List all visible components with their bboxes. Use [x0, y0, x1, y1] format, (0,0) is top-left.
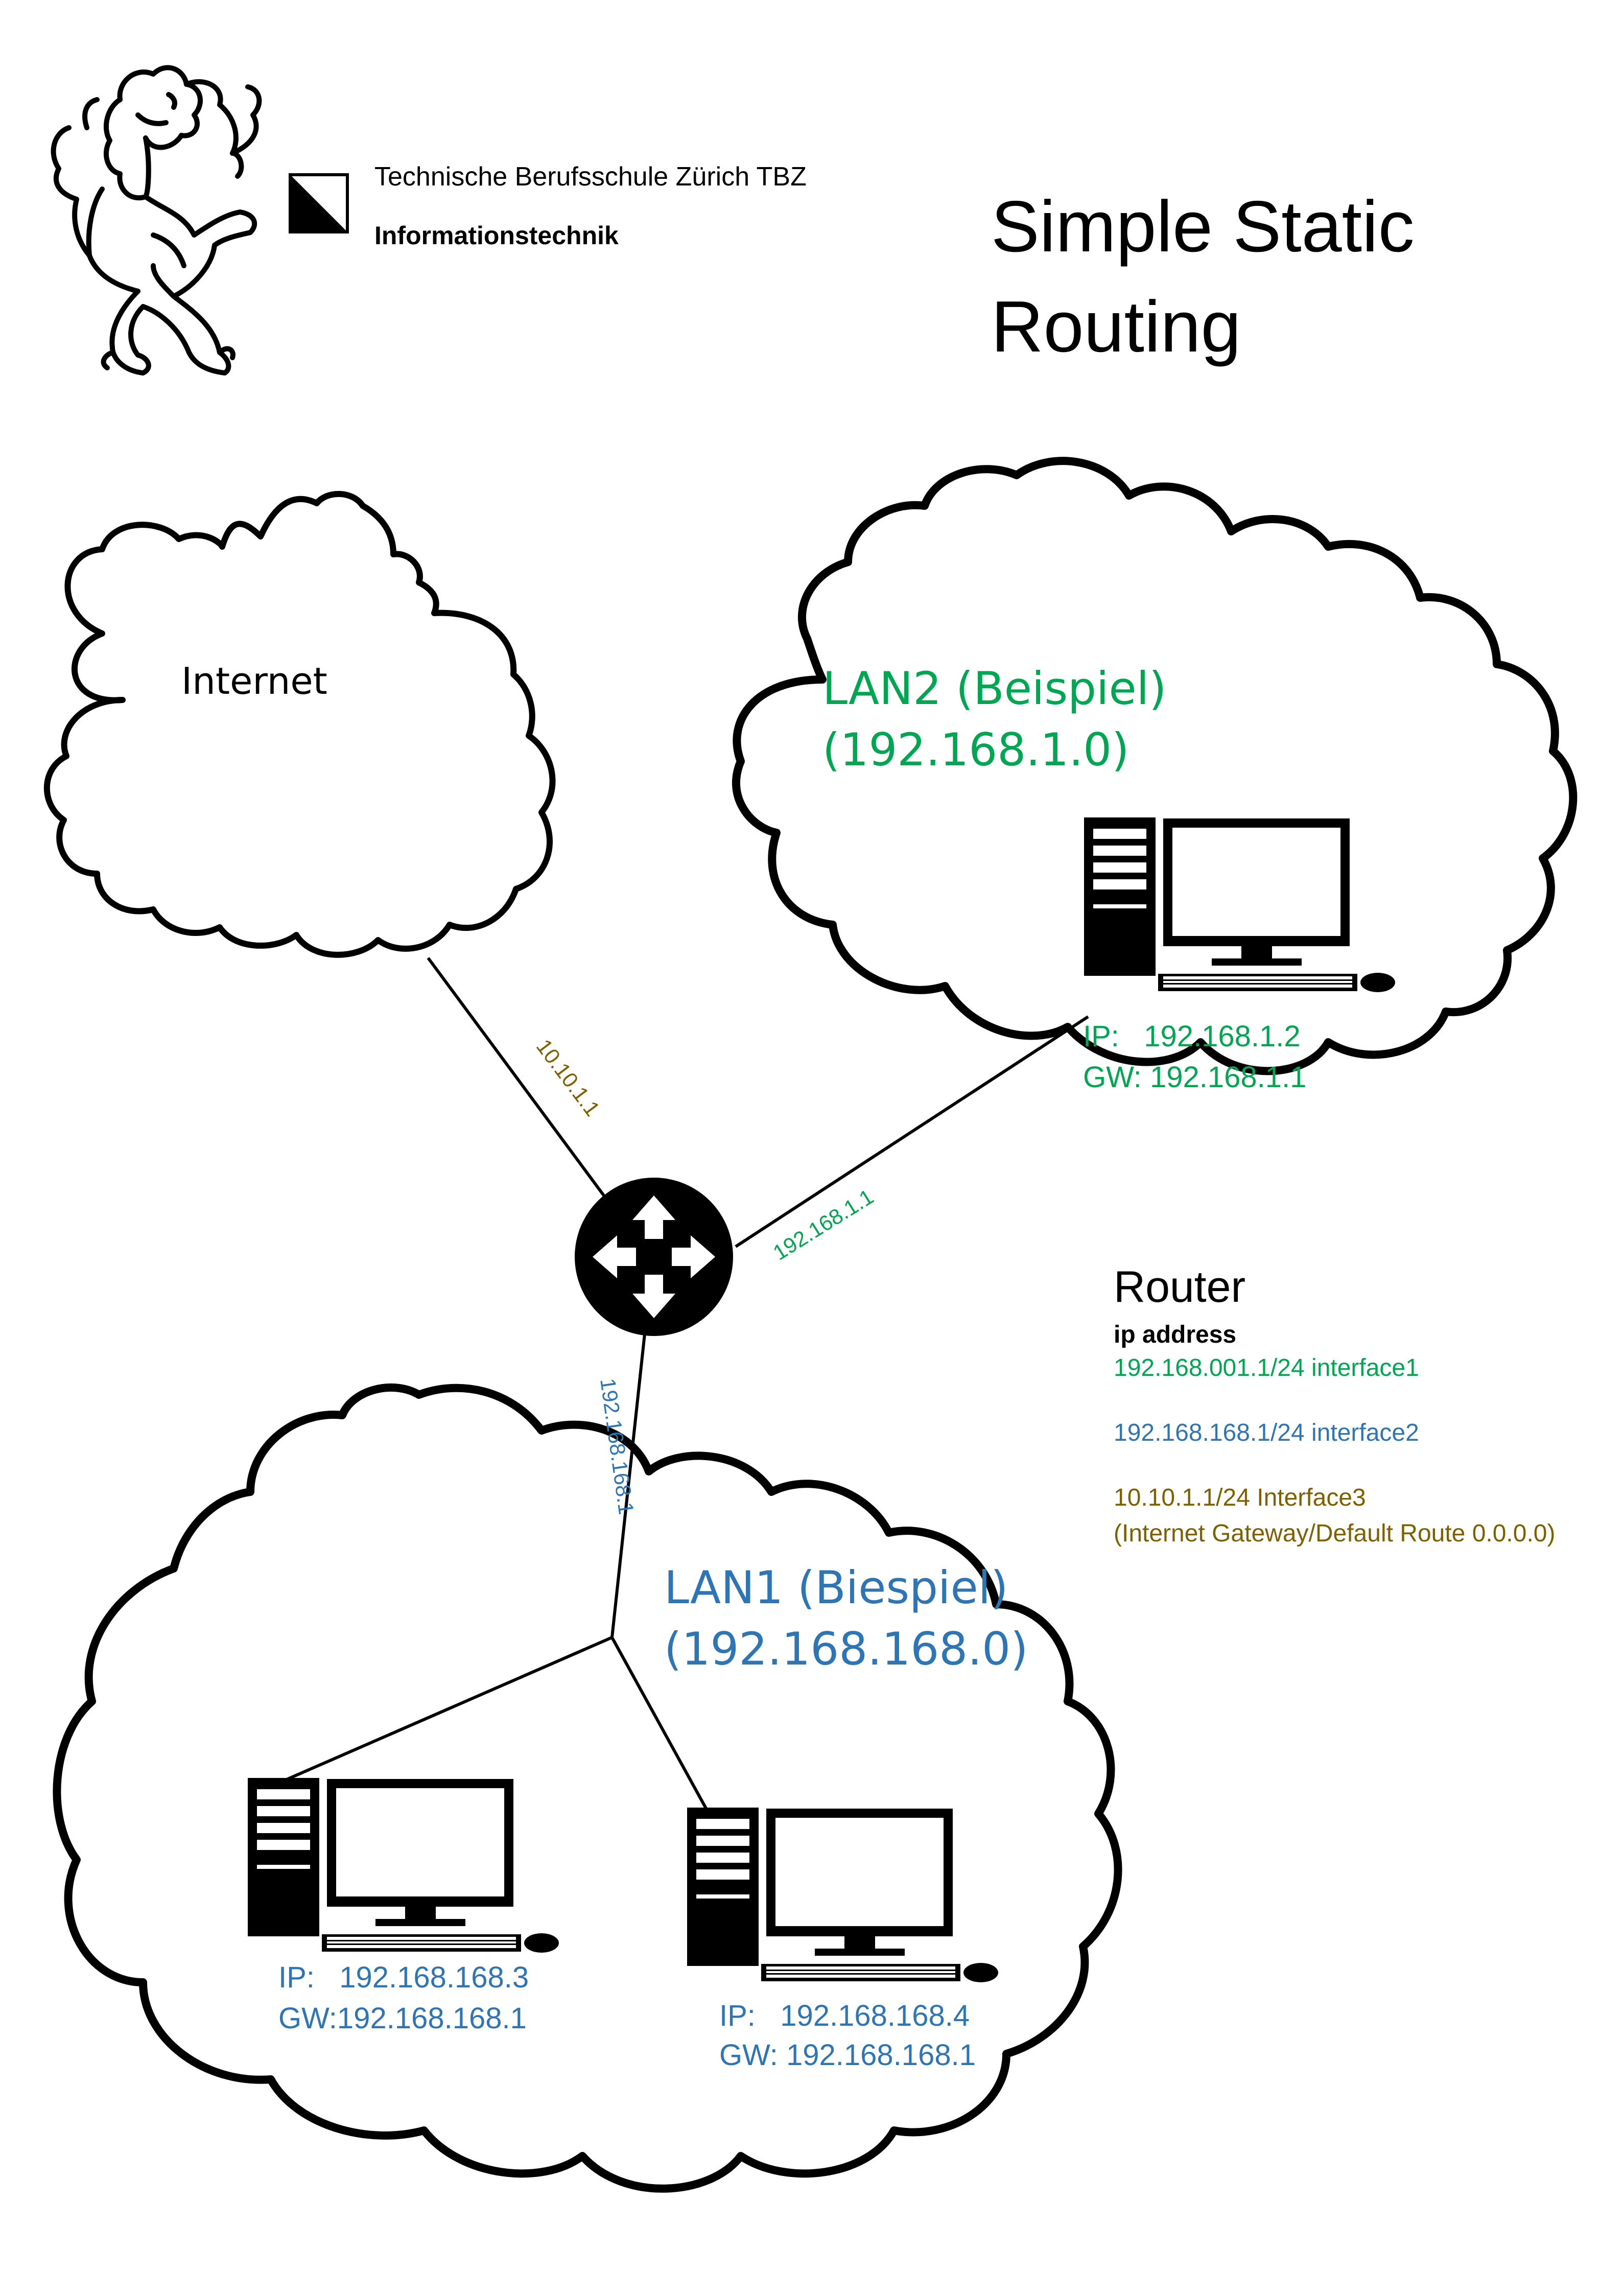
connection-lines — [277, 957, 1089, 1812]
lan1-pc-b-gw: GW: 192.168.168.1 — [719, 2039, 976, 2072]
link-router-lan2 — [735, 1015, 1089, 1248]
internet-cloud — [43, 490, 556, 958]
page-title-line2: Routing — [991, 286, 1241, 367]
page-title-line1: Simple Static — [991, 186, 1415, 267]
link-label-lan2: 192.168.1.1 — [769, 1184, 878, 1264]
router-interface3-note: (Internet Gateway/Default Route 0.0.0.0) — [1114, 1520, 1555, 1547]
lan2-pc-ip: IP: 192.168.1.2 — [1083, 1020, 1301, 1053]
department-name: Informationstechnik — [374, 221, 619, 250]
lan2-pc-gw: GW: 192.168.1.1 — [1083, 1061, 1306, 1094]
link-lan1-pc-a — [277, 1636, 613, 1785]
link-internet-router — [427, 957, 605, 1197]
router-info-title: Router — [1114, 1262, 1245, 1311]
lan1-cloud — [53, 1384, 1122, 2193]
lan1-name: LAN1 (Biespiel) — [664, 1561, 1008, 1614]
lan1-pc-a-ip: IP: 192.168.168.3 — [278, 1961, 529, 1994]
router-interface2: 192.168.168.1/24 interface2 — [1114, 1419, 1419, 1446]
router-interface3: 10.10.1.1/24 Interface3 — [1114, 1484, 1366, 1511]
router-icon — [575, 1178, 733, 1336]
school-name: Technische Berufsschule Zürich TBZ — [374, 162, 807, 192]
lan1-pc-a-gw: GW:192.168.168.1 — [278, 2002, 527, 2035]
link-router-lan1 — [610, 1305, 649, 1638]
link-label-internet: 10.10.1.1 — [532, 1035, 605, 1120]
lan1-network: (192.168.168.0) — [664, 1623, 1028, 1675]
internet-label: Internet — [181, 660, 327, 702]
link-lan1-pc-b — [610, 1636, 709, 1812]
lan2-name: LAN2 (Beispiel) — [822, 662, 1166, 715]
tbz-lion-logo — [51, 65, 262, 376]
lan2-cloud — [732, 457, 1578, 1075]
lan2-network: (192.168.1.0) — [822, 723, 1129, 776]
lan1-pc-b-ip: IP: 192.168.168.4 — [719, 1999, 970, 2032]
zurich-shield-logo — [289, 173, 349, 233]
router-interface1: 192.168.001.1/24 interface1 — [1114, 1354, 1419, 1381]
router-info-subtitle: ip address — [1114, 1321, 1236, 1348]
